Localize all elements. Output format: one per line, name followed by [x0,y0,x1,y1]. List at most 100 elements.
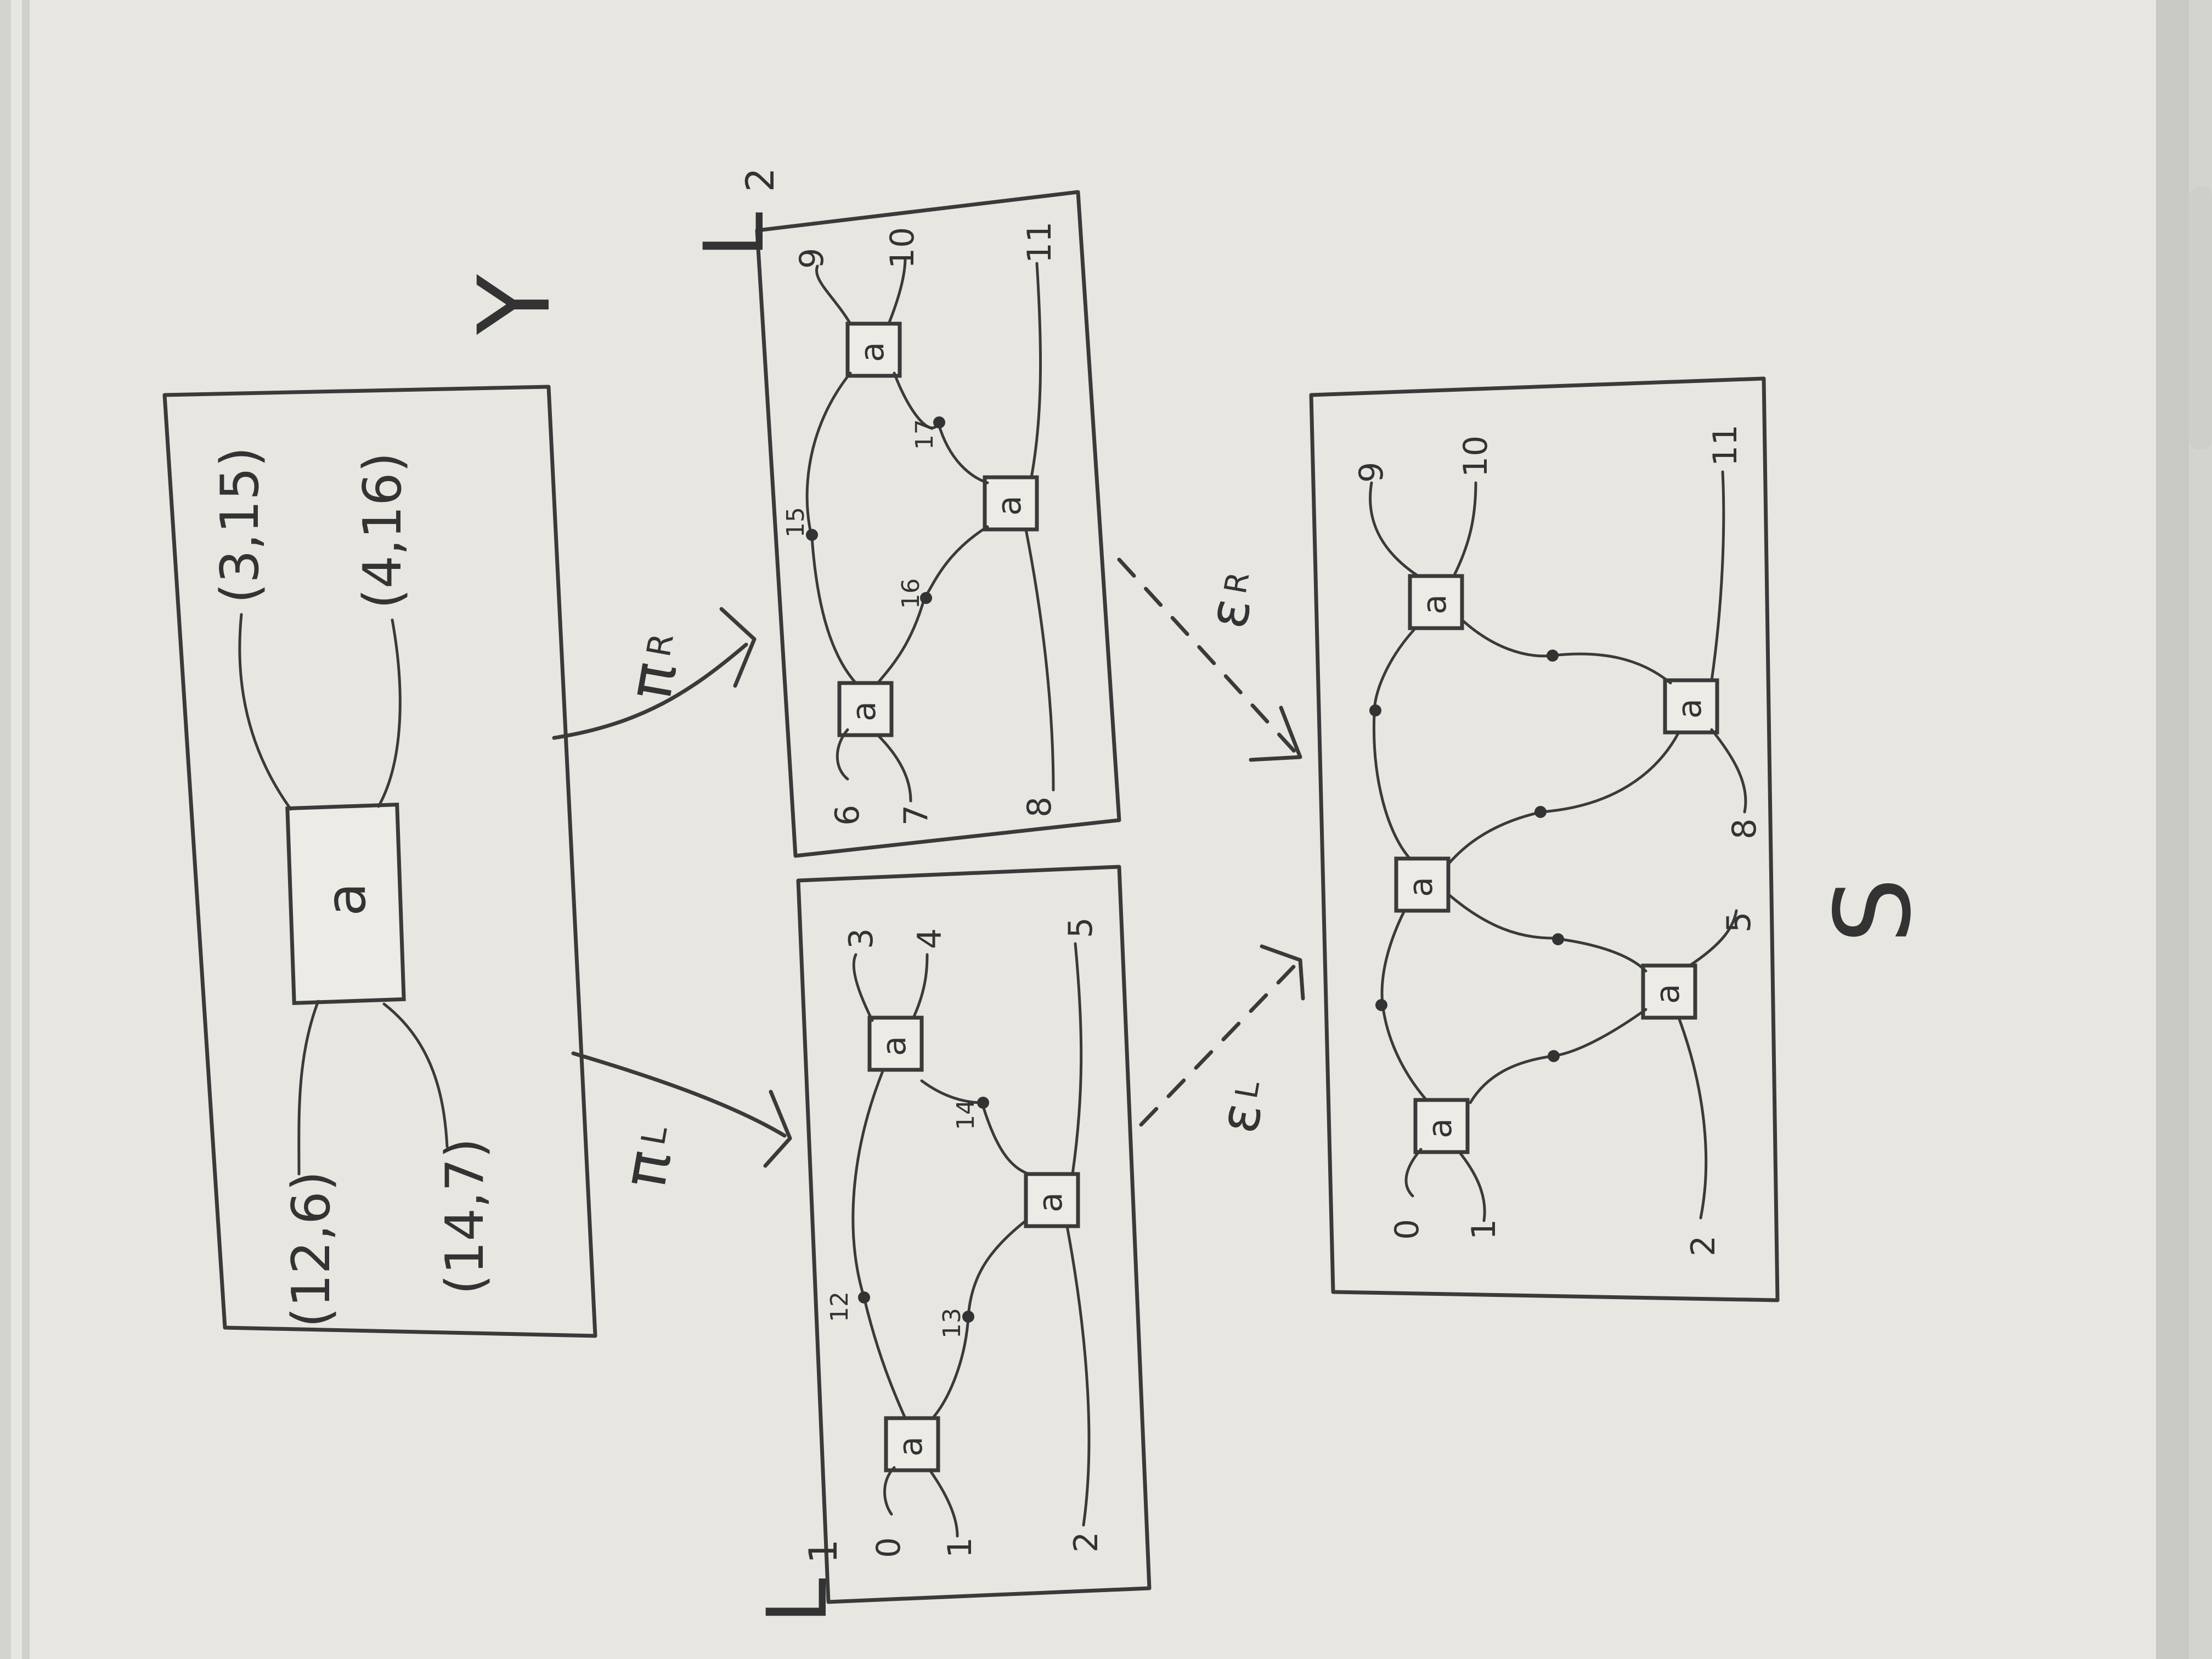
L1-wire-f [1071,942,1083,1176]
S-node-3 [1394,856,1451,913]
L2-wire-b [887,256,907,325]
S-num-2: 2 [1684,1235,1723,1256]
L2-node-1-label: a [853,342,891,362]
S-node-3-label: a [1402,877,1440,897]
L2-num-17: 17 [911,419,939,450]
S-node-2-label: a [1671,698,1709,719]
L2-node-2-label: a [990,495,1029,516]
S-node-5 [1413,1098,1470,1154]
label-L1-sub: 1 [801,1539,846,1564]
S-wire-14 [1458,1150,1486,1222]
label-Y: Y [458,274,572,335]
L2-dot-16 [920,592,932,604]
Y-node-a [285,802,406,1006]
L2-dot-15 [806,529,818,541]
S-wire-4 [1372,627,1417,860]
panel-Y-frame [162,385,597,1338]
Y-port-4: (14,7) [435,1138,495,1295]
S-wire-13 [1404,1148,1423,1198]
board-frame-left [22,0,30,1659]
label-L2-sub: 2 [738,167,783,192]
L1-node-3-label: a [891,1436,930,1457]
arrow-eps-R-head [1249,706,1302,762]
L2-num-16: 16 [897,578,925,609]
S-wire-7 [1710,728,1747,814]
L2-num-7: 7 [897,805,935,826]
Y-port-2: (4,16) [353,452,413,609]
S-wire-5 [1447,731,1680,866]
S-num-8: 8 [1725,819,1764,839]
L2-wire-f [1030,262,1042,479]
arrow-pi-L-head [763,1090,792,1168]
L1-num-13: 13 [938,1308,966,1339]
panel-L1: L 1 a a a 3 4 5 14 12 13 0 1 2 [750,865,1152,1624]
L2-wire-a [815,264,852,325]
S-num-1: 1 [1465,1219,1503,1240]
Y-wire-1 [238,613,292,811]
arrow-eps-L-head [1260,944,1305,1001]
arrow-pi-R [552,642,748,740]
label-L1: L [750,1578,845,1624]
S-wire-2 [1452,481,1477,578]
L1-node-2 [1024,1172,1080,1228]
arrow-eps-R [1117,557,1297,754]
marker-tray [2189,187,2212,450]
L1-dot-14 [977,1097,989,1109]
L1-num-3: 3 [842,928,881,949]
L1-node-2-label: a [1031,1192,1070,1212]
L1-wire-d [851,1068,907,1420]
L2-node-2 [983,475,1039,532]
S-wire-11 [1688,909,1738,967]
L1-num-12: 12 [826,1291,854,1322]
L1-node-1-label: a [875,1036,913,1056]
S-num-10: 10 [1457,436,1495,477]
L2-num-6: 6 [828,805,867,826]
S-node-2 [1663,678,1719,735]
L2-node-3 [837,681,894,737]
L1-dot-13 [962,1311,974,1323]
L1-node-1 [867,1015,924,1072]
label-L2: L [687,212,782,258]
S-num-5: 5 [1720,912,1758,933]
L2-node-1 [845,321,902,378]
S-num-11: 11 [1706,425,1745,466]
Y-port-3: (12,6) [281,1171,342,1328]
Y-port-1: (3,15) [210,447,270,603]
L2-wire-i [876,733,912,803]
S-node-4-label: a [1649,984,1687,1004]
panel-L2-frame [755,190,1121,858]
board-frame-right [2156,0,2189,1659]
Y-wire-3 [297,1000,320,1176]
panel-L1-frame [796,865,1152,1604]
S-node-5-label: a [1421,1118,1459,1138]
L1-wire-h [883,1466,896,1516]
L1-wire-g [1065,1224,1091,1527]
label-S: S [1813,877,1934,944]
L1-num-1: 1 [941,1537,979,1558]
L1-num-0: 0 [870,1537,908,1558]
panel-Y: Y a (3,15) (4,16) (12,6) (14,7) [162,274,597,1338]
S-node-1-label: a [1415,594,1454,614]
S-dot-5 [1375,999,1387,1011]
L1-wire-i [928,1469,959,1538]
L1-wire-a [852,953,874,1022]
arrow-pi-R-head [719,607,757,688]
L1-num-4: 4 [911,928,949,949]
L2-node-3-label: a [845,701,883,721]
L2-wire-h [836,728,849,781]
L1-num-2: 2 [1067,1532,1105,1553]
L1-dot-12 [858,1291,870,1304]
S-dot-6 [1548,1050,1560,1062]
L2-num-10: 10 [883,227,922,269]
L2-wire-g [1024,528,1055,792]
S-num-9: 9 [1352,462,1391,483]
panel-S: S a a a a a 9 10 11 8 5 0 [1309,376,1934,1302]
S-wire-6 [1710,470,1725,682]
L1-num-5: 5 [1062,917,1100,938]
L2-num-9: 9 [793,248,831,269]
L2-dot-17 [933,416,945,428]
L1-node-3 [884,1416,940,1472]
L1-wire-b [912,953,929,1019]
Y-wire-2 [377,618,402,808]
